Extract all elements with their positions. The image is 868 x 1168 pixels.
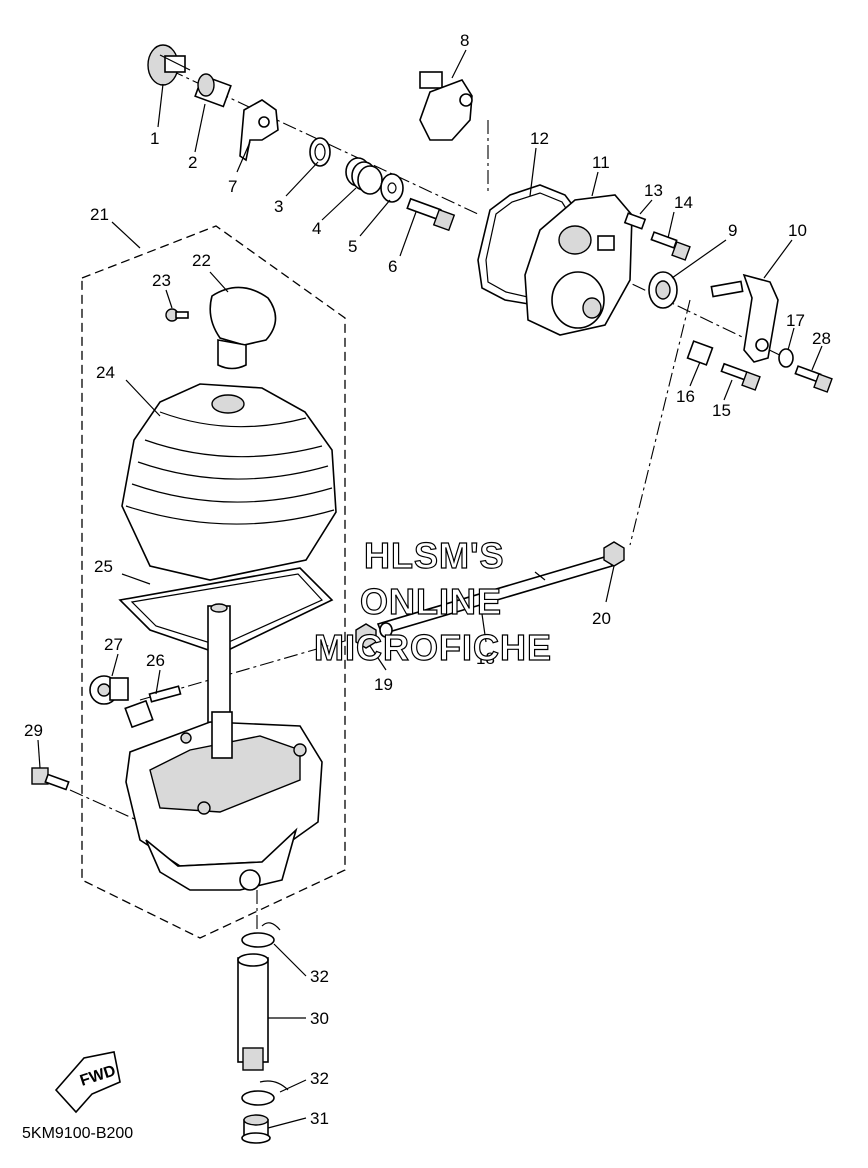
callout-20: 20: [592, 609, 611, 628]
watermark-line-3: MICROFICHE: [314, 627, 552, 668]
part-22-knob: [209, 286, 277, 370]
diagram-code: 5KM9100-B200: [22, 1125, 133, 1142]
callout-13: 13: [644, 181, 663, 200]
shift-lever-shaft: [207, 603, 231, 725]
callout-10: 10: [788, 221, 807, 240]
gate-housing: [125, 711, 323, 891]
callout-2: 2: [188, 153, 197, 172]
part-4-spring: [345, 157, 383, 195]
part-9-oil-seal: [648, 271, 678, 309]
callout-27: 27: [104, 635, 123, 654]
callout-7: 7: [228, 177, 237, 196]
fwd-arrow-icon: FWD: [54, 1051, 121, 1114]
callout-12: 12: [530, 129, 549, 148]
watermark-line-2: ONLINE: [360, 581, 502, 622]
callout-28: 28: [812, 329, 831, 348]
callout-23: 23: [152, 271, 171, 290]
callout-31: 31: [310, 1109, 329, 1128]
part-2-bushing: [194, 73, 232, 108]
callout-4: 4: [312, 219, 321, 238]
part-19-nut: [355, 622, 393, 649]
watermark: HLSM'S ONLINE MICROFICHE: [313, 534, 552, 668]
part-3-circlip: [309, 137, 331, 167]
part-8-shift-arm: [419, 71, 473, 141]
watermark-line-1: HLSM'S: [364, 535, 505, 576]
leader-lines: [37, 49, 823, 1129]
callout-15: 15: [712, 401, 731, 420]
callout-17: 17: [786, 311, 805, 330]
part-29-bolt: [31, 767, 70, 791]
part-1-cam: [147, 44, 191, 86]
callout-14: 14: [674, 193, 693, 212]
part-31-bushing: [241, 1114, 271, 1144]
callout-21: 21: [90, 205, 109, 224]
callout-24: 24: [96, 363, 115, 382]
callout-30: 30: [310, 1009, 329, 1028]
callout-25: 25: [94, 557, 113, 576]
callout-19: 19: [374, 675, 393, 694]
part-20-nut: [603, 541, 625, 567]
part-6-bolt: [406, 197, 456, 232]
callout-1: 1: [150, 129, 159, 148]
part-13-dowel: [623, 212, 647, 230]
callout-22: 22: [192, 251, 211, 270]
callout-32b: 32: [310, 1069, 329, 1088]
callout-5: 5: [348, 237, 357, 256]
callout-numbers: 1 2 3 4 5 6 7 8 9 10 11 12 13 14 15 16 1…: [24, 31, 831, 1128]
part-28-bolt: [794, 365, 833, 393]
callout-11: 11: [592, 153, 610, 172]
part-30-pipe: [237, 953, 269, 1071]
callout-18: 18: [476, 649, 495, 668]
part-16-collar: [686, 340, 714, 366]
part-26-bolt: [124, 685, 182, 729]
callout-9: 9: [728, 221, 737, 240]
part-17-washer: [778, 348, 794, 368]
part-27-joint: [89, 675, 129, 705]
part-32-clip-upper: [241, 922, 281, 948]
callout-16: 16: [676, 387, 695, 406]
assembly-boundary: [81, 225, 346, 939]
part-10-lever: [710, 273, 779, 363]
callout-6: 6: [388, 257, 397, 276]
part-14-bolt: [650, 231, 691, 261]
part-32-clip-lower: [241, 1080, 289, 1106]
part-24-boot: [121, 383, 337, 581]
part-5-washer: [380, 173, 404, 203]
callout-29: 29: [24, 721, 43, 740]
part-7-segment: [239, 99, 279, 162]
part-11-cover: [524, 194, 633, 336]
part-23-screw: [165, 308, 189, 322]
callout-26: 26: [146, 651, 165, 670]
part-15-bolt: [720, 362, 761, 391]
callout-32a: 32: [310, 967, 329, 986]
callout-3: 3: [274, 197, 283, 216]
callout-8: 8: [460, 31, 469, 50]
